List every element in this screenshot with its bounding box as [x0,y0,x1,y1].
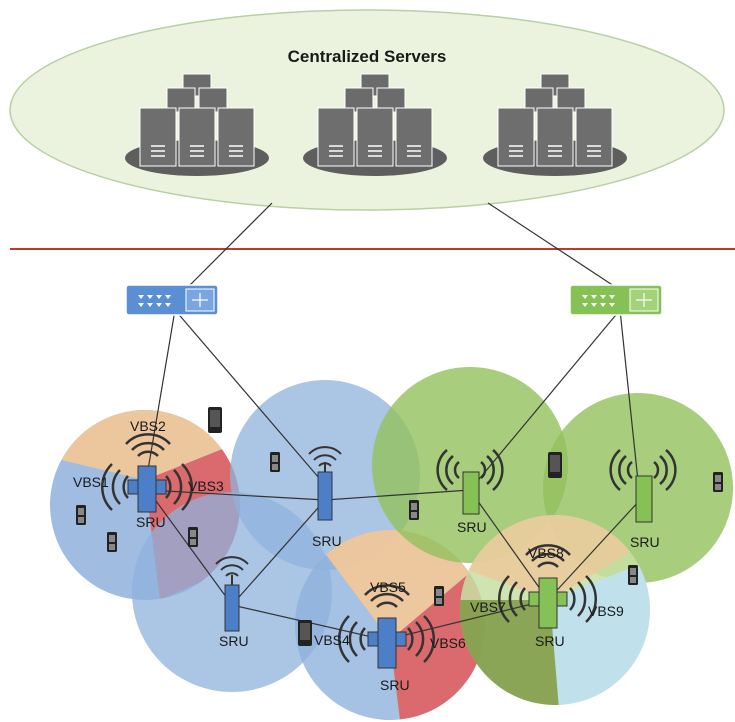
network-switch-icon [569,284,663,316]
radio-unit-icon [101,433,193,513]
label-vbs5: VBS5 [370,579,406,595]
server-group-center [303,73,447,176]
radio-unit-icon [498,544,597,629]
server-group-right [483,73,627,176]
label-vbs8: VBS8 [528,545,564,561]
phone-icon [107,532,117,552]
radio-unit-icon [308,446,342,521]
switch-green [569,284,663,316]
label-sru-green-right: SRU [630,534,660,550]
label-vbs7: VBS7 [470,599,506,615]
label-sru-vbs456: SRU [380,677,410,693]
label-sru-left: SRU [219,633,249,649]
phone-icon [548,452,562,478]
radio-unit-icon [609,449,677,523]
phone-icon [298,620,312,646]
radio-unit-icon [215,556,249,632]
label-vbs2: VBS2 [130,418,166,434]
coverage-cells [50,367,733,720]
radio-unit-vbs123 [101,433,193,513]
radio-unit-vbs456 [338,584,435,669]
label-vbs1: VBS1 [73,474,109,490]
network-links [147,202,641,641]
server-group-left [125,73,269,176]
radio-unit-green-top [436,449,504,515]
diagram-title: Centralized Servers [288,47,447,66]
label-sru-top: SRU [312,533,342,549]
phone-icon [188,527,198,547]
mobile-phones [76,407,723,646]
phone-icon [76,505,86,525]
server-rack-icon [483,73,627,176]
phone-icon [208,407,222,433]
label-sru-vbs789: SRU [535,633,565,649]
radio-unit-green-right [609,449,677,523]
server-rack-icon [125,73,269,176]
label-vbs4: VBS4 [314,632,350,648]
label-sru-vbs123: SRU [136,514,166,530]
phone-icon [270,452,280,472]
phone-icon [434,586,444,606]
label-sru-green-top: SRU [457,519,487,535]
phone-icon [409,500,419,520]
phone-icon [628,565,638,585]
network-switch-icon [125,284,219,316]
label-vbs3: VBS3 [188,478,224,494]
server-rack-icon [303,73,447,176]
radio-unit-top [308,446,342,521]
label-vbs9: VBS9 [588,603,624,619]
switch-blue [125,284,219,316]
label-vbs6: VBS6 [430,635,466,651]
radio-unit-left [215,556,249,632]
phone-icon [713,472,723,492]
node-labels: VBS2 VBS1 VBS3 SRU SRU SRU VBS5 VBS4 VBS… [73,418,660,693]
radio-unit-icon [338,584,435,669]
radio-unit-icon [436,449,504,515]
radio-unit-vbs789 [498,544,597,629]
cell-green-top [372,367,568,563]
